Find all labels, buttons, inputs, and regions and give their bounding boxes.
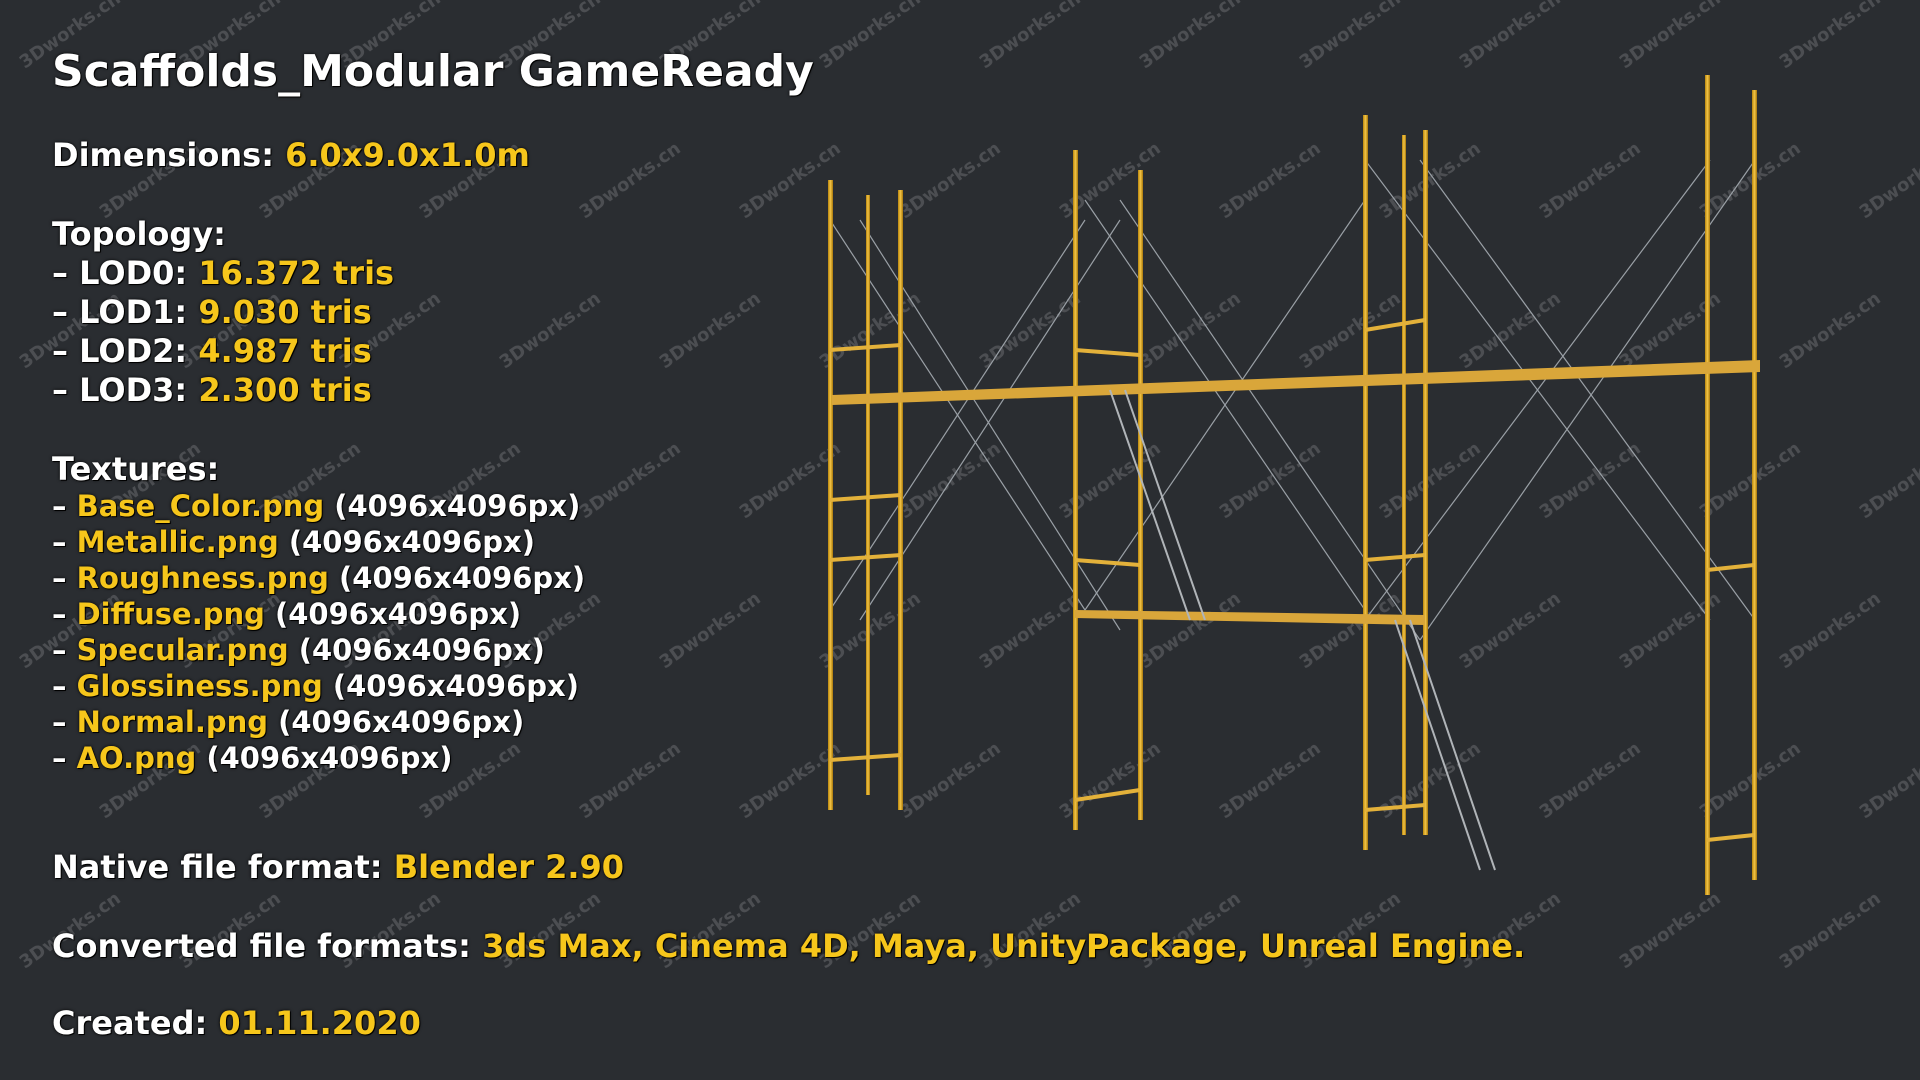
topology-heading: Topology: — [52, 215, 226, 253]
lod-label: – LOD2: — [52, 332, 188, 370]
watermark-text: 3Dworks.cn — [655, 587, 765, 674]
texture-name: Diffuse.png — [76, 597, 265, 631]
lod-row: – LOD1: 9.030 tris — [52, 293, 372, 331]
created-label: Created: — [52, 1004, 208, 1042]
lod-row: – LOD0: 16.372 tris — [52, 254, 394, 292]
texture-row: – Roughness.png (4096x4096px) — [52, 561, 585, 595]
texture-row: – Glossiness.png (4096x4096px) — [52, 669, 579, 703]
watermark-text: 3Dworks.cn — [575, 437, 685, 524]
texture-name: Normal.png — [76, 705, 269, 739]
lod-label: – LOD1: — [52, 293, 188, 331]
texture-name: Base_Color.png — [76, 489, 325, 523]
texture-size: (4096x4096px) — [278, 705, 525, 739]
texture-row: – Specular.png (4096x4096px) — [52, 633, 545, 667]
lod-value: 2.300 tris — [198, 371, 372, 409]
dimensions-label: Dimensions: — [52, 136, 274, 174]
texture-name: Specular.png — [76, 633, 289, 667]
watermark-text: 3Dworks.cn — [655, 287, 765, 374]
dash: – — [52, 669, 67, 703]
converted-formats-value: 3ds Max, Cinema 4D, Maya, UnityPackage, … — [482, 927, 1526, 965]
native-format-line: Native file format: Blender 2.90 — [52, 848, 624, 886]
dimensions-value: 6.0x9.0x1.0m — [285, 136, 530, 174]
texture-size: (4096x4096px) — [298, 633, 545, 667]
watermark-text: 3Dworks.cn — [1775, 587, 1885, 674]
scaffold-render-image — [828, 75, 1760, 895]
watermark-text: 3Dworks.cn — [575, 737, 685, 824]
dash: – — [52, 741, 67, 775]
texture-row: – AO.png (4096x4096px) — [52, 741, 452, 775]
watermark-text: 3Dworks.cn — [1775, 287, 1885, 374]
texture-name: Glossiness.png — [76, 669, 323, 703]
dash: – — [52, 561, 67, 595]
watermark-text: 3Dworks.cn — [1855, 737, 1920, 824]
created-line: Created: 01.11.2020 — [52, 1004, 421, 1042]
texture-name: Roughness.png — [76, 561, 329, 595]
lod-label: – LOD3: — [52, 371, 188, 409]
lod-value: 4.987 tris — [198, 332, 372, 370]
watermark-text: 3Dworks.cn — [1775, 0, 1885, 74]
texture-row: – Base_Color.png (4096x4096px) — [52, 489, 580, 523]
native-format-label: Native file format: — [52, 848, 383, 886]
dimensions-line: Dimensions: 6.0x9.0x1.0m — [52, 136, 530, 174]
watermark-text: 3Dworks.cn — [1775, 887, 1885, 974]
lod-row: – LOD2: 4.987 tris — [52, 332, 372, 370]
dash: – — [52, 705, 67, 739]
dash: – — [52, 525, 67, 559]
texture-name: AO.png — [76, 741, 197, 775]
lod-value: 16.372 tris — [198, 254, 395, 292]
texture-name: Metallic.png — [76, 525, 279, 559]
texture-row: – Metallic.png (4096x4096px) — [52, 525, 535, 559]
watermark-text: 3Dworks.cn — [575, 137, 685, 224]
texture-size: (4096x4096px) — [288, 525, 535, 559]
textures-heading: Textures: — [52, 450, 220, 488]
dash: – — [52, 597, 67, 631]
texture-size: (4096x4096px) — [206, 741, 453, 775]
dash: – — [52, 633, 67, 667]
lod-label: – LOD0: — [52, 254, 188, 292]
lod-value: 9.030 tris — [198, 293, 372, 331]
texture-size: (4096x4096px) — [332, 669, 579, 703]
lod-row: – LOD3: 2.300 tris — [52, 371, 372, 409]
texture-row: – Normal.png (4096x4096px) — [52, 705, 524, 739]
dash: – — [52, 489, 67, 523]
texture-size: (4096x4096px) — [334, 489, 581, 523]
watermark-text: 3Dworks.cn — [495, 287, 605, 374]
texture-row: – Diffuse.png (4096x4096px) — [52, 597, 521, 631]
page-title: Scaffolds_Modular GameReady — [52, 46, 814, 97]
native-format-value: Blender 2.90 — [393, 848, 625, 886]
converted-formats-label: Converted file formats: — [52, 927, 471, 965]
texture-size: (4096x4096px) — [274, 597, 522, 631]
watermark-text: 3Dworks.cn — [1855, 437, 1920, 524]
converted-formats-line: Converted file formats: 3ds Max, Cinema … — [52, 927, 1525, 965]
watermark-text: 3Dworks.cn — [1855, 137, 1920, 224]
created-value: 01.11.2020 — [218, 1004, 421, 1042]
texture-size: (4096x4096px) — [339, 561, 586, 595]
